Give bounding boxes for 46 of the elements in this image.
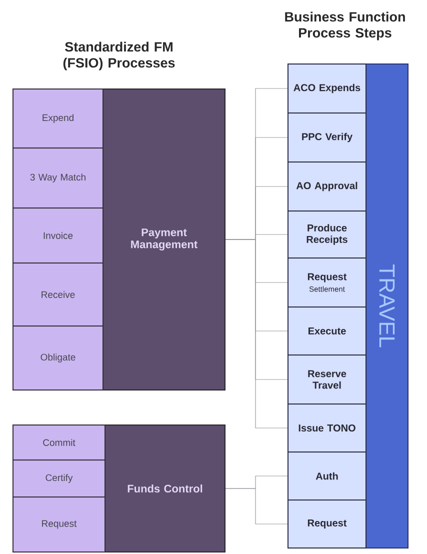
brace-connector	[225, 239, 288, 428]
process-group-box	[102, 88, 226, 390]
process-box	[12, 88, 104, 148]
node-label: Receive	[42, 291, 75, 298]
node-label: Request	[42, 520, 77, 529]
node-label: Payment Management	[131, 228, 198, 250]
step-box	[288, 452, 366, 500]
process-box	[12, 460, 106, 498]
node-label: Commit	[43, 439, 76, 446]
node-label: Produce Receipts	[306, 224, 348, 245]
node-label: Reserve Travel	[308, 370, 346, 389]
node-label: Request	[308, 273, 347, 282]
node-label: Issue TONO	[298, 424, 356, 432]
step-box	[288, 258, 366, 308]
process-box	[12, 496, 106, 552]
step-box	[288, 162, 366, 212]
process-box	[12, 262, 104, 326]
node-label: Auth	[316, 472, 338, 480]
column-heading: Standardized FM (FSIO) Processes	[63, 42, 175, 70]
node-label: TRAVEL	[379, 264, 395, 348]
process-box	[12, 326, 104, 390]
node-label: Expend	[42, 114, 74, 123]
step-box	[288, 500, 366, 548]
process-box	[12, 208, 104, 264]
node-label: ACO Expends	[294, 84, 360, 94]
process-box	[12, 148, 104, 208]
node-label: Execute	[308, 328, 346, 334]
step-box	[288, 210, 366, 258]
step-box	[288, 306, 366, 356]
node-label: Certify	[46, 474, 73, 483]
category-bar	[366, 64, 408, 548]
brace-connector	[225, 488, 288, 524]
node-label: AO Approval	[296, 182, 358, 192]
process-box	[12, 424, 106, 460]
node-label: PPC Verify	[302, 132, 353, 142]
node-label: Invoice	[44, 232, 73, 239]
node-label: Funds Control	[128, 484, 202, 493]
step-box	[288, 354, 366, 404]
step-box	[288, 64, 366, 114]
step-box	[288, 404, 366, 452]
node-label: Request	[308, 520, 347, 528]
column-heading: Business Function Process Steps	[285, 12, 405, 40]
node-label: 3 Way Match	[30, 174, 86, 182]
process-group-box	[104, 424, 226, 552]
node-label: Obligate	[40, 354, 76, 362]
step-box	[288, 112, 366, 162]
